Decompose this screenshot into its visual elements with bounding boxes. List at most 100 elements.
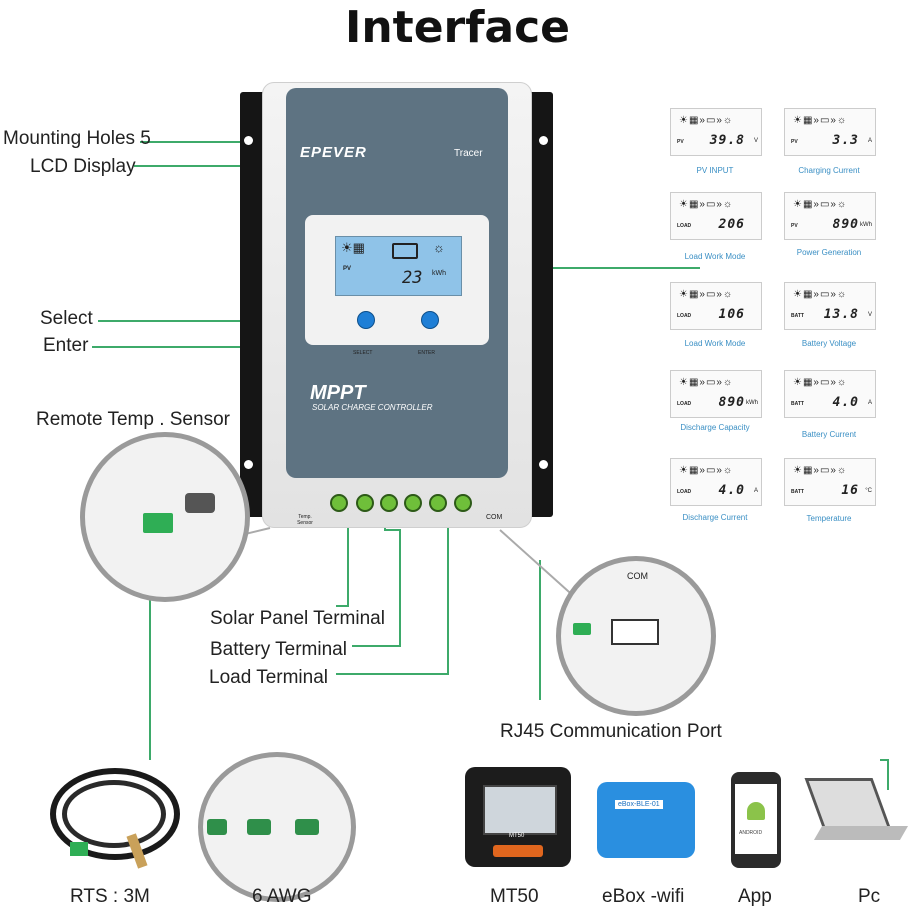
model-name: Tracer bbox=[454, 148, 483, 159]
lcd-screen-tag: LOAD bbox=[677, 223, 692, 229]
lcd-screen-value: 4.0 bbox=[832, 395, 859, 410]
ebox-icon: eBox-BLE-01 bbox=[597, 782, 695, 858]
lcd-screen-unit: V bbox=[753, 138, 758, 144]
com-zoom-label: COM bbox=[627, 571, 648, 581]
cable-coil bbox=[50, 768, 180, 860]
accessory-label: 6 AWG bbox=[252, 886, 312, 907]
lcd-caption: Battery Voltage bbox=[801, 339, 857, 348]
lcd-display-label: LCD Display bbox=[30, 156, 136, 177]
lcd-caption: Discharge Capacity bbox=[680, 423, 750, 432]
lcd-icons: ☀▦»▭»☼ bbox=[679, 465, 734, 476]
lcd-screen-power-generation: ☀▦»▭»☼ PV 890 kWh bbox=[784, 192, 876, 240]
lcd-screen-tag: BATT bbox=[791, 401, 804, 407]
load-negative-terminal bbox=[454, 494, 472, 512]
mounting-hole bbox=[244, 460, 253, 469]
rj45-port-label: RJ45 Communication Port bbox=[500, 721, 722, 742]
lcd-screen-temperature: ☀▦»▭»☼ BATT 16 °C bbox=[784, 458, 876, 506]
lcd-icons: ☀▦»▭»☼ bbox=[679, 115, 734, 126]
controller-subtitle: SOLAR CHARGE CONTROLLER bbox=[312, 403, 433, 412]
lcd-screen-tag: PV bbox=[791, 139, 798, 145]
lcd-caption: Temperature bbox=[806, 514, 852, 523]
lcd-icons: ☀▦»▭»☼ bbox=[793, 199, 848, 210]
battery-icon bbox=[392, 243, 418, 259]
slot bbox=[247, 819, 271, 835]
lcd-screen-tag: LOAD bbox=[677, 313, 692, 319]
select-button-label: SELECT bbox=[353, 350, 373, 356]
lcd-screen-pv-input: ☀▦»▭»☼ PV 39.8 V bbox=[670, 108, 762, 156]
lcd-screen-value: 890 bbox=[832, 217, 859, 232]
lcd-screen-battery-current: ☀▦»▭»☼ BATT 4.0 A bbox=[784, 370, 876, 418]
lcd-screen-tag: BATT bbox=[791, 489, 804, 495]
lcd-caption: PV INPUT bbox=[696, 166, 734, 175]
lcd-screen-battery-voltage: ☀▦»▭»☼ BATT 13.8 V bbox=[784, 282, 876, 330]
battery-negative-terminal bbox=[404, 494, 422, 512]
lcd-screen-value: 39.8 bbox=[709, 133, 745, 148]
slot bbox=[295, 819, 319, 835]
accessory-label: MT50 bbox=[490, 886, 539, 907]
enter-label: Enter bbox=[43, 335, 89, 356]
enter-button[interactable] bbox=[421, 311, 439, 329]
solar-panel-terminal-label: Solar Panel Terminal bbox=[210, 608, 385, 629]
mounting-hole bbox=[539, 136, 548, 145]
android-logo bbox=[747, 802, 765, 820]
pv-positive-terminal bbox=[330, 494, 348, 512]
lcd-screen-unit: A bbox=[867, 138, 872, 144]
lcd-caption: Discharge Current bbox=[682, 513, 748, 522]
temp-sensor-zoom bbox=[80, 432, 250, 602]
lcd-icons: ☀▦»▭»☼ bbox=[679, 289, 734, 300]
enter-button-label: ENTER bbox=[418, 350, 435, 356]
load-positive-terminal bbox=[429, 494, 447, 512]
lcd-icons: ☀▦»▭»☼ bbox=[679, 377, 734, 388]
lcd-caption: Charging Current bbox=[798, 166, 860, 175]
mounting-holes-label: Mounting Holes 5 bbox=[3, 128, 151, 149]
cable-coil bbox=[62, 780, 166, 848]
com-port-label: COM bbox=[486, 514, 503, 521]
lcd-screen-unit: kWh bbox=[860, 222, 872, 228]
lcd-pv-tag: PV bbox=[343, 266, 352, 272]
lcd-unit: kWh bbox=[432, 270, 446, 277]
lcd-screen-discharge-current: ☀▦»▭»☼ LOAD 4.0 A bbox=[670, 458, 762, 506]
battery-terminal-label: Battery Terminal bbox=[210, 639, 347, 660]
lcd-caption: Load Work Mode bbox=[684, 339, 746, 348]
page-title: Interface bbox=[344, 2, 571, 53]
lcd-display bbox=[335, 236, 462, 296]
lcd-screen-value: 890 bbox=[718, 395, 745, 410]
com-led bbox=[573, 623, 591, 635]
lcd-screen-value: 13.8 bbox=[823, 307, 859, 322]
lcd-screen-unit: A bbox=[867, 400, 872, 406]
phone-text: ANDROID bbox=[739, 830, 763, 836]
mt50-screen-label: MT50 bbox=[509, 833, 525, 839]
accessory-label: RTS : 3M bbox=[70, 886, 150, 907]
laptop-icon bbox=[804, 778, 909, 856]
phone-icon: ANDROID bbox=[731, 772, 781, 868]
select-label: Select bbox=[40, 308, 93, 329]
cable-plug bbox=[70, 842, 88, 856]
lcd-value: 23 bbox=[402, 268, 423, 288]
lcd-screen-tag: PV bbox=[791, 223, 798, 229]
select-button[interactable] bbox=[357, 311, 375, 329]
lcd-screen-unit: kWh bbox=[746, 400, 758, 406]
bulb-icon: ☼ bbox=[433, 240, 445, 255]
lcd-screen-unit: V bbox=[867, 312, 872, 318]
temp-sensor-port-label: Temp. Sensor bbox=[297, 514, 313, 526]
lcd-icons: ☀▦»▭»☼ bbox=[793, 377, 848, 388]
lcd-screen-tag: PV bbox=[677, 139, 684, 145]
mounting-hole bbox=[539, 460, 548, 469]
lcd-screen-tag: LOAD bbox=[677, 401, 692, 407]
lcd-screen-value: 4.0 bbox=[718, 483, 745, 498]
temp-sensor-slot bbox=[185, 493, 215, 513]
lcd-screen-value: 3.3 bbox=[832, 133, 859, 148]
accessory-label: Pc bbox=[858, 886, 881, 907]
lcd-caption: Battery Current bbox=[801, 430, 857, 439]
rj45-socket bbox=[611, 619, 659, 645]
lcd-screen-tag: BATT bbox=[791, 313, 804, 319]
mt50-screen bbox=[483, 785, 557, 835]
lcd-caption: Load Work Mode bbox=[684, 252, 746, 261]
lcd-caption: Power Generation bbox=[796, 248, 862, 257]
laptop-screen bbox=[804, 778, 892, 830]
solar-icon: ☀▦ bbox=[341, 240, 365, 255]
lcd-screen-value: 16 bbox=[841, 483, 859, 498]
ebox-label: eBox-BLE-01 bbox=[615, 800, 663, 809]
lcd-screen-discharge-capacity: ☀▦»▭»☼ LOAD 890 kWh bbox=[670, 370, 762, 418]
temp-sensor-connector bbox=[143, 513, 173, 533]
